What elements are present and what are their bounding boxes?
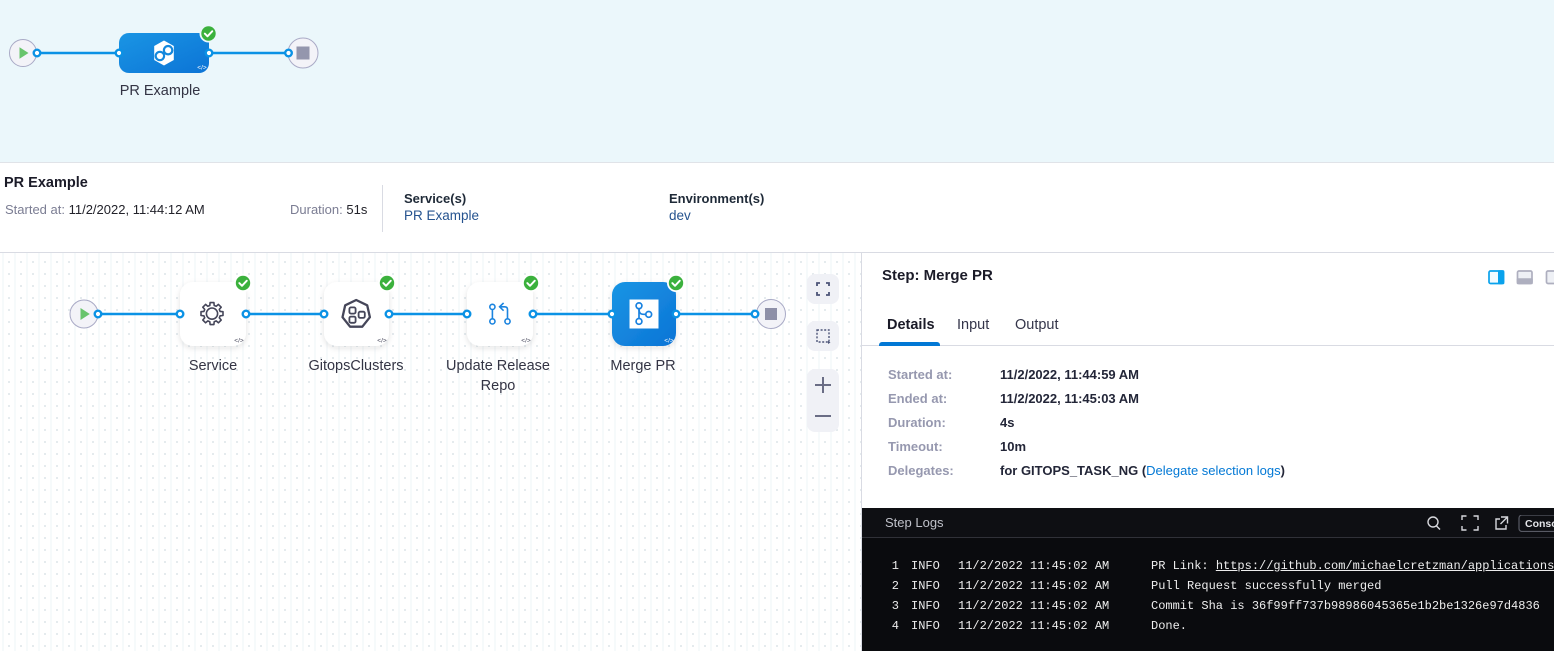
svg-text:</>: </>: [234, 338, 244, 345]
svg-text:</>: </>: [664, 338, 674, 345]
svg-text:</>: </>: [521, 338, 531, 345]
svg-text:</>: </>: [377, 338, 387, 345]
svg-text:Conso: Conso: [1525, 518, 1554, 530]
svg-text:</>: </>: [197, 65, 207, 72]
